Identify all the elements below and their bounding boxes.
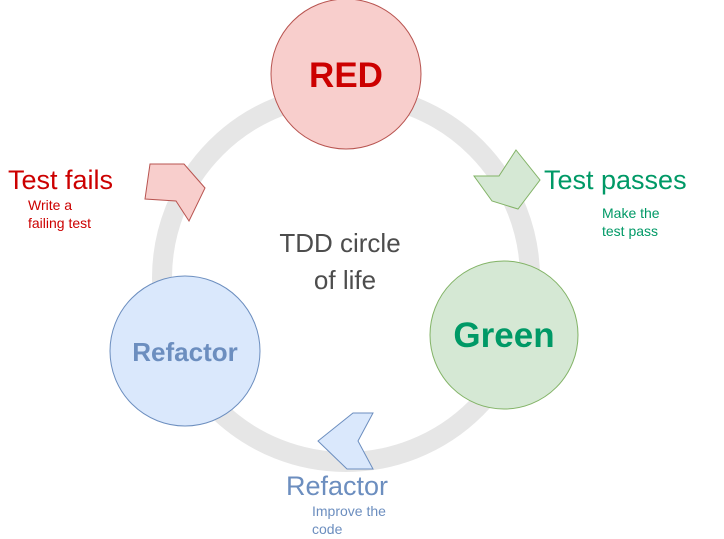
refactor-desc-line2: code <box>312 521 343 537</box>
test-passes-desc-line2: test pass <box>602 223 658 239</box>
refactor-node-circle <box>109 275 261 427</box>
refactor-desc-line1: Improve the <box>312 503 386 519</box>
red-node: RED <box>270 0 422 150</box>
refactor-node-label: Refactor <box>132 337 237 367</box>
test-fails-arrow <box>144 163 206 223</box>
test-passes-title: Test passes <box>544 165 687 195</box>
test-passes-arrow <box>473 149 541 210</box>
refactor-node: Refactor <box>109 275 261 427</box>
center-title-line2: of life <box>314 265 376 295</box>
red-node-circle <box>270 0 422 150</box>
test-fails-desc-line2: failing test <box>28 215 91 231</box>
center-title-line1: TDD circle <box>279 228 400 258</box>
refactor-title: Refactor <box>286 471 388 501</box>
green-node: Green <box>429 260 579 410</box>
refactor-arrow <box>317 412 374 470</box>
test-fails-title: Test fails <box>8 165 113 195</box>
red-node-label: RED <box>309 56 383 95</box>
test-fails-desc-line1: Write a <box>28 197 72 213</box>
green-node-circle <box>429 260 579 410</box>
test-passes-desc-line1: Make the <box>602 205 660 221</box>
green-node-label: Green <box>453 316 554 355</box>
